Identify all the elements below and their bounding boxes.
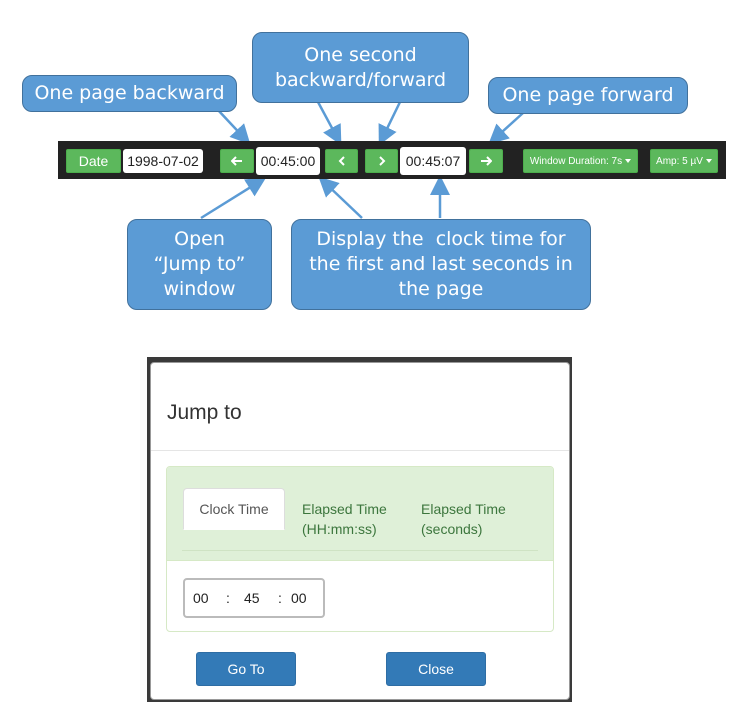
callout-display: Display the clock time for the first and… (291, 219, 591, 310)
seconds-field[interactable]: 00 (291, 590, 307, 606)
tab-clock-time-label: Clock Time (199, 501, 269, 517)
chevron-right-icon (378, 156, 385, 166)
close-button[interactable]: Close (386, 652, 486, 686)
callout-display-line2: the first and last seconds in (309, 253, 573, 276)
tab-elapsed-hhmmss[interactable]: Elapsed Time (HH:mm:ss) (302, 499, 387, 539)
dialog-title: Jump to (167, 401, 242, 424)
tab-clock-time[interactable]: Clock Time (183, 488, 285, 530)
end-time-value: 00:45:07 (405, 153, 461, 169)
clock-time-input[interactable]: 00 : 45 : 00 (183, 578, 325, 618)
tab-elapsed-seconds-line2: (seconds) (421, 521, 483, 537)
arrow-page-forward (488, 112, 524, 145)
jump-to-dialog: Jump to Clock Time Elapsed Time (HH:mm:s… (150, 362, 570, 700)
second-backward-button[interactable] (325, 149, 358, 173)
callout-jump-line1: Open (174, 228, 225, 251)
date-value: 1998-07-02 (127, 153, 199, 169)
close-label: Close (418, 661, 454, 677)
separator-ms: : (278, 590, 282, 606)
tab-elapsed-seconds-line1: Elapsed Time (421, 501, 506, 517)
panel-header: Clock Time Elapsed Time (HH:mm:ss) Elaps… (167, 467, 553, 561)
callout-second-line1: One second (304, 43, 417, 66)
callout-display-line3: the page (398, 277, 484, 300)
arrow-left-icon (231, 156, 242, 166)
tab-elapsed-hhmmss-line2: (HH:mm:ss) (302, 521, 377, 537)
go-to-label: Go To (227, 661, 265, 677)
callout-page-forward-text: One page forward (502, 84, 674, 107)
start-time-value: 00:45:00 (260, 153, 316, 169)
tab-elapsed-seconds[interactable]: Elapsed Time (seconds) (421, 499, 506, 539)
page-forward-button[interactable] (469, 149, 503, 173)
tab-elapsed-hhmmss-line1: Elapsed Time (302, 501, 387, 517)
amp-dropdown[interactable]: Amp: 5 µV (650, 149, 718, 173)
hours-field[interactable]: 00 (193, 590, 209, 606)
window-duration-dropdown[interactable]: Window Duration: 7s (523, 149, 638, 173)
callout-jump-to: Open “Jump to” window (127, 219, 272, 310)
arrow-start-time (318, 176, 363, 219)
separator-hm: : (226, 590, 230, 606)
callout-second-line2: backward/forward (274, 68, 447, 91)
callout-page-forward: One page forward (488, 77, 688, 114)
minutes-field[interactable]: 45 (244, 590, 260, 606)
time-panel: Clock Time Elapsed Time (HH:mm:ss) Elaps… (166, 466, 554, 632)
callout-jump-line2: “Jump to” (153, 253, 246, 276)
start-time-field[interactable]: 00:45:00 (256, 147, 320, 175)
caret-down-icon (625, 159, 632, 163)
arrow-second-forward (378, 101, 402, 146)
navigation-toolbar: Date 1998-07-02 00:45:00 00:45:07 Window… (58, 141, 726, 179)
date-label: Date (78, 153, 109, 169)
amp-label: Amp: 5 µV (656, 155, 703, 167)
date-field[interactable]: 1998-07-02 (123, 149, 203, 173)
second-forward-button[interactable] (365, 149, 398, 173)
page-backward-button[interactable] (220, 149, 254, 173)
end-time-field: 00:45:07 (400, 147, 466, 175)
callout-second: One second backward/forward (252, 32, 469, 103)
callout-page-backward-text: One page backward (34, 82, 225, 105)
callout-display-line1: Display the clock time for (316, 228, 566, 251)
arrow-page-backward (217, 109, 251, 145)
go-to-button[interactable]: Go To (196, 652, 296, 686)
chevron-left-icon (338, 156, 345, 166)
dialog-divider (151, 450, 569, 451)
caret-down-icon (705, 159, 712, 163)
callout-jump-line3: window (163, 277, 236, 300)
arrow-second-backward (316, 101, 342, 146)
date-button[interactable]: Date (66, 149, 121, 173)
callout-page-backward: One page backward (22, 75, 237, 112)
window-duration-label: Window Duration: 7s (529, 155, 623, 167)
arrow-right-icon (481, 156, 492, 166)
arrow-jump-to (200, 177, 267, 220)
tab-underline (182, 550, 538, 551)
